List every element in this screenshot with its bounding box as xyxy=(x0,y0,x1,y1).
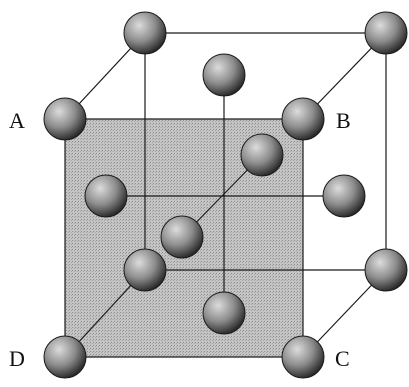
label-c: C xyxy=(335,346,350,371)
label-d: D xyxy=(9,346,25,371)
atoms xyxy=(43,11,408,379)
atom-3 xyxy=(364,248,408,292)
atom-12 xyxy=(281,97,325,141)
atom-9 xyxy=(160,215,204,259)
label-b: B xyxy=(336,108,351,133)
atom-14 xyxy=(281,335,325,379)
atom-13 xyxy=(43,335,87,379)
atom-2 xyxy=(364,11,408,55)
atom-7 xyxy=(84,174,128,218)
atom-6 xyxy=(240,133,284,177)
atom-8 xyxy=(322,174,366,218)
atom-10 xyxy=(202,291,246,335)
atom-11 xyxy=(43,97,87,141)
atom-1 xyxy=(123,11,167,55)
label-a: A xyxy=(9,108,25,133)
atom-4 xyxy=(123,248,167,292)
atom-5 xyxy=(202,53,246,97)
